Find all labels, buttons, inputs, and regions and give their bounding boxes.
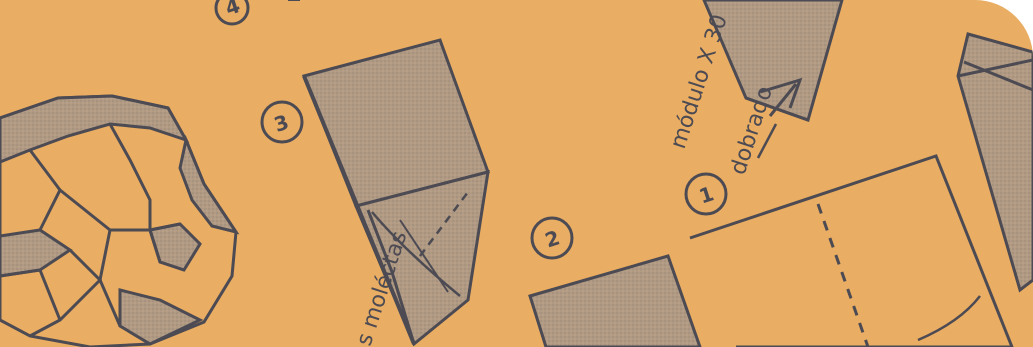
right-edge-diagram	[956, 32, 1033, 293]
kusudama-ball-drawing	[0, 94, 240, 347]
step-1-diagram	[684, 154, 1014, 347]
step-3-diagram	[260, 38, 490, 347]
step-number-1: 1	[696, 181, 717, 208]
module-count-label: módulo X 30	[666, 12, 733, 152]
step-number-2: 2	[542, 225, 563, 252]
step-4-diagram	[214, 0, 300, 26]
step-number-4: 4	[222, 0, 243, 20]
step-2-diagram	[528, 216, 702, 347]
folded-label: dobrado	[726, 83, 778, 178]
folded-point-diagram	[702, 0, 844, 159]
step-number-3: 3	[271, 110, 292, 137]
